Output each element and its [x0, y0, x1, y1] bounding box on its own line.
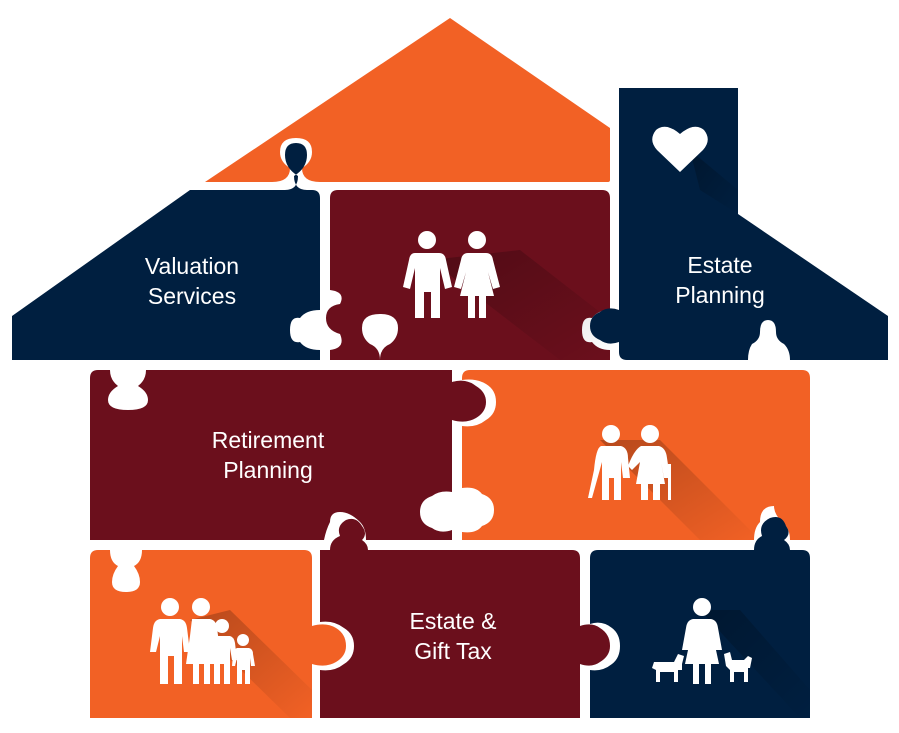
estate-planning-piece: Estate Planning: [590, 88, 888, 360]
estate-planning-label-line1: Estate: [687, 252, 752, 278]
retirement-planning-label-line2: Planning: [223, 457, 313, 483]
estate-gift-tax-label-line1: Estate &: [410, 608, 497, 634]
valuation-services-label-line1: Valuation: [145, 253, 239, 279]
estate-planning-label-line2: Planning: [675, 282, 765, 308]
valuation-services-label-line2: Services: [148, 283, 236, 309]
retirement-planning-piece: Retirement Planning: [90, 370, 486, 540]
retirement-planning-label-line1: Retirement: [212, 427, 325, 453]
family-piece: [90, 550, 346, 718]
valuation-services-piece: Valuation Services: [12, 143, 320, 360]
couple-piece: [326, 190, 610, 360]
person-with-pets-icon: [652, 598, 752, 684]
estate-gift-tax-label-line2: Gift Tax: [414, 638, 492, 664]
pets-piece: [590, 517, 810, 718]
elderly-couple-icon: [588, 425, 671, 500]
heart-icon: [652, 126, 708, 172]
elderly-couple-piece: [462, 370, 810, 540]
family-icon: [150, 598, 255, 684]
roof-piece: [205, 18, 610, 182]
couple-icon: [403, 231, 500, 318]
estate-gift-tax-piece: Estate & Gift Tax: [320, 518, 610, 718]
